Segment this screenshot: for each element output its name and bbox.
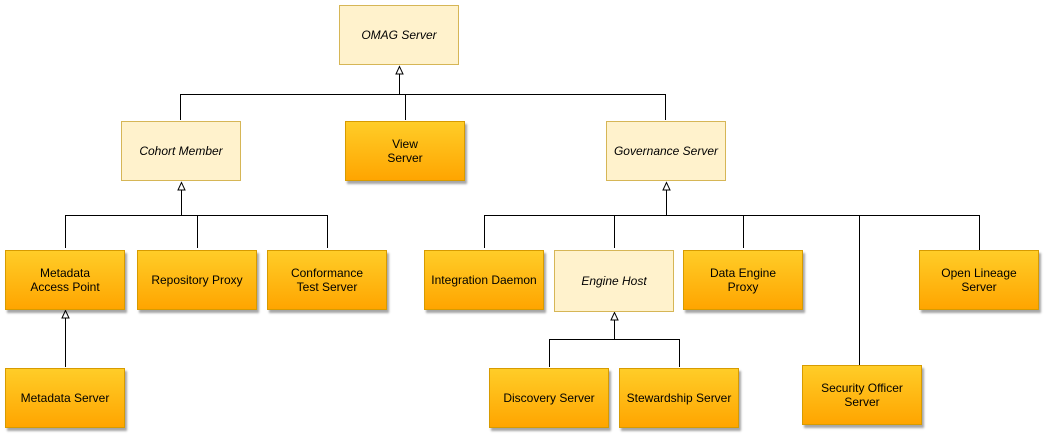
engine-host-branch-line — [549, 339, 680, 367]
metadata-access-point-node: Metadata Access Point — [5, 250, 125, 310]
inheritance-arrowhead — [61, 309, 70, 319]
discovery-server-node: Discovery Server — [489, 368, 609, 428]
open-lineage-server-node: Open Lineage Server — [919, 250, 1039, 310]
cohort-member-node: Cohort Member — [121, 121, 241, 181]
cohort-branch-line — [65, 215, 328, 248]
conformance-test-server-node: Conformance Test Server — [267, 250, 387, 310]
governance-server-node: Governance Server — [606, 121, 726, 181]
stewardship-server-node: Stewardship Server — [619, 368, 739, 428]
governance-branch-line — [484, 215, 980, 250]
metadata-server-node: Metadata Server — [5, 368, 125, 428]
inheritance-arrowhead — [395, 65, 404, 75]
omag-server-node: OMAG Server — [339, 5, 459, 65]
omag-branch-line — [180, 94, 666, 120]
inheritance-arrowhead — [662, 181, 671, 191]
view-server-node: View Server — [345, 121, 465, 181]
inheritance-arrowhead — [177, 181, 186, 191]
security-officer-server-node: Security Officer Server — [802, 365, 922, 425]
inheritance-arrowhead — [610, 311, 619, 321]
integration-daemon-node: Integration Daemon — [424, 250, 544, 310]
engine-host-node: Engine Host — [554, 250, 674, 312]
data-engine-proxy-node: Data Engine Proxy — [683, 250, 803, 310]
repository-proxy-node: Repository Proxy — [137, 250, 257, 310]
